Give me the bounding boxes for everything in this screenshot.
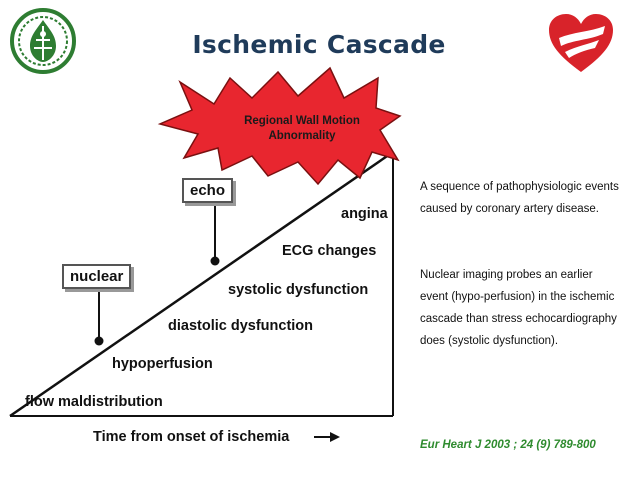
description-paragraph-2: Nuclear imaging probes an earlier event …: [420, 269, 617, 347]
university-seal-logo: [10, 8, 76, 74]
stage-ecg-changes: ECG changes: [282, 243, 377, 259]
page-title: Ischemic Cascade: [192, 30, 446, 59]
x-axis-label: Time from onset of ischemia: [93, 429, 290, 445]
heart-logo: [549, 14, 613, 72]
citation: Eur Heart J 2003 ; 24 (9) 789-800: [420, 439, 596, 451]
echo-label-box: echo: [182, 178, 234, 203]
stage-hypoperfusion: hypoperfusion: [112, 356, 213, 372]
stage-systolic-dysfunction: systolic dysfunction: [228, 282, 369, 298]
stage-diastolic-dysfunction: diastolic dysfunction: [168, 318, 314, 334]
rwma-starburst: [157, 66, 402, 186]
stage-angina: angina: [341, 206, 388, 222]
burst-label: Regional Wall Motion Abnormality: [244, 115, 360, 142]
description-paragraph-1: A sequence of pathophysiologic events ca…: [420, 181, 619, 215]
echo-marker-dot: [210, 256, 220, 266]
time-arrow-head: [330, 432, 340, 442]
nuclear-marker-dot: [94, 336, 104, 346]
stage-flow-maldistribution: flow maldistribution: [25, 394, 163, 410]
nuclear-label-box: nuclear: [62, 264, 132, 289]
cascade-hypotenuse: [9, 150, 394, 418]
